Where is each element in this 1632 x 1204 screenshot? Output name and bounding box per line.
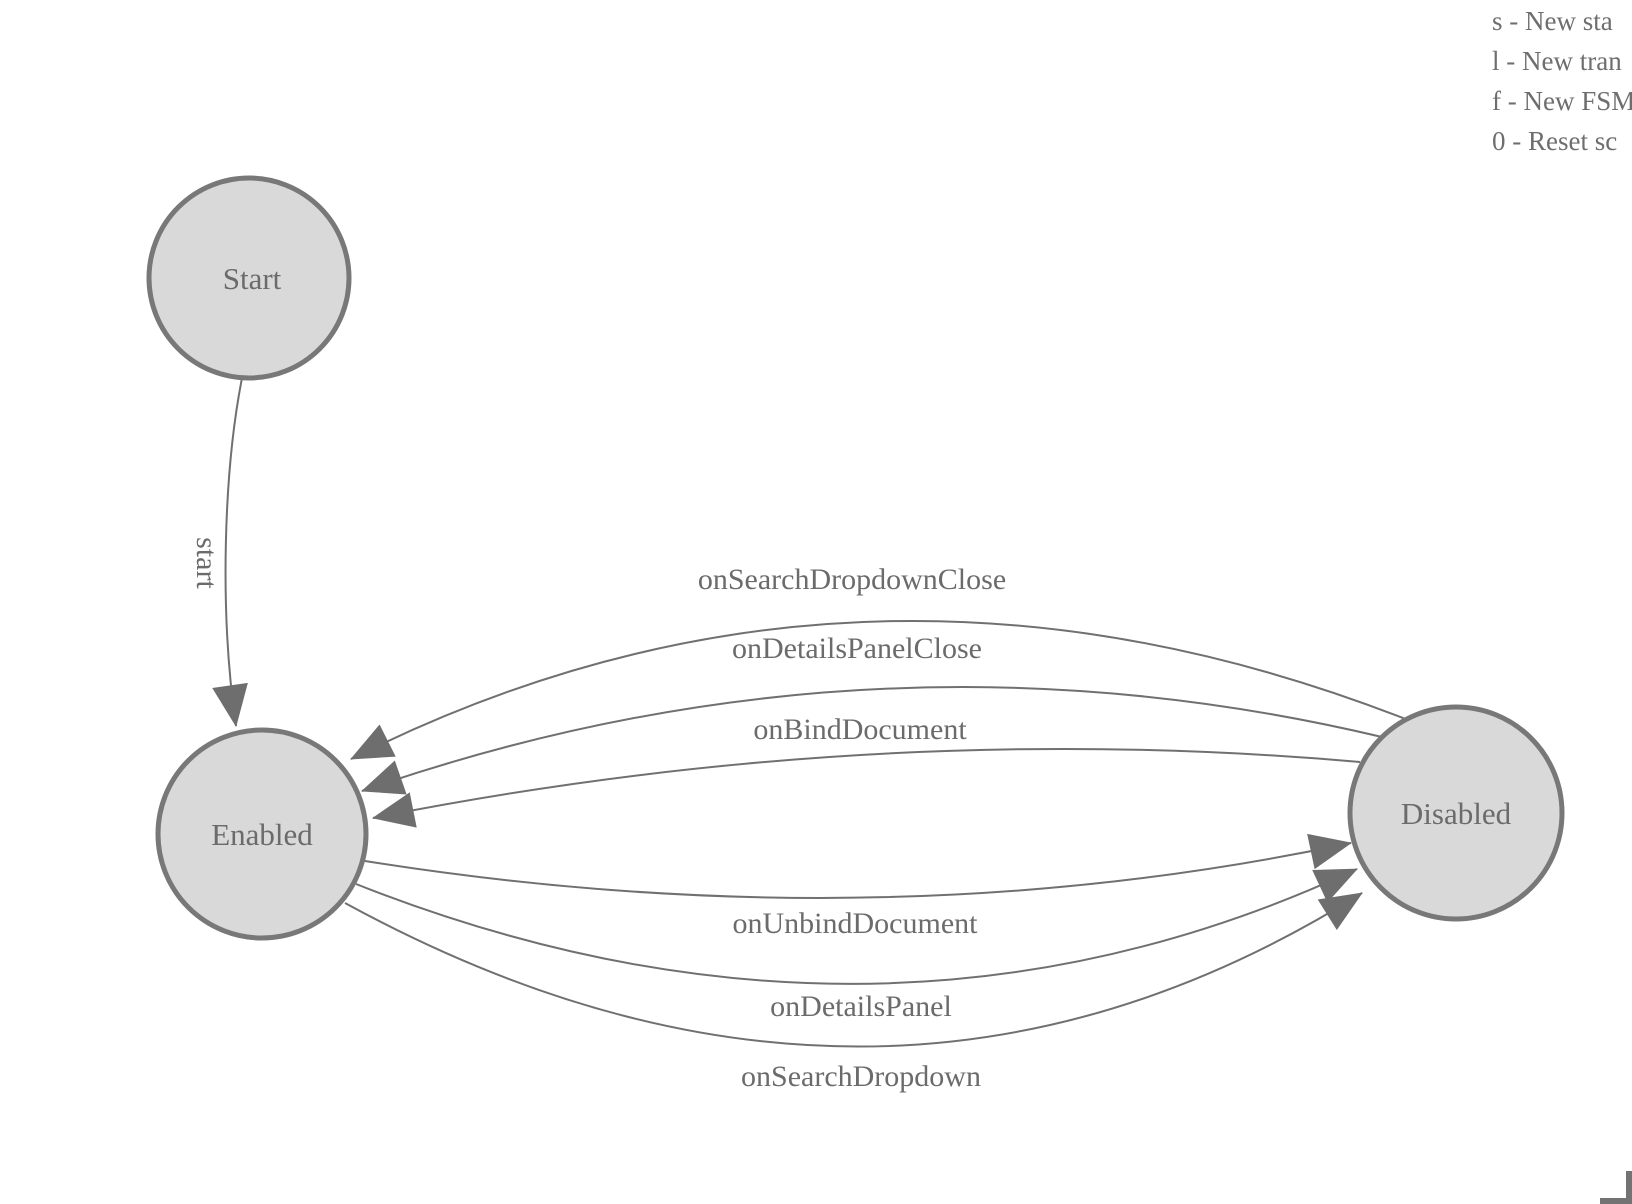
state-circle-disabled[interactable] [1347, 704, 1565, 922]
transition-edge-onDetailsPanelClose[interactable] [361, 686, 1383, 795]
transition-edges [212, 377, 1409, 1048]
transition-label-onDetailsPanel[interactable]: onDetailsPanel [770, 990, 952, 1023]
offscreen-rect-corner [1600, 1171, 1632, 1204]
state-node-enabled[interactable]: Enabled [155, 727, 369, 941]
transition-edge-onSearchDropdownClose[interactable] [350, 620, 1409, 760]
state-label-disabled: Disabled [1401, 796, 1512, 831]
legend-line-new-fsm: f - New FSM [1492, 86, 1632, 116]
transition-labels: start onSearchDropdownClose onDetailsPan… [190, 537, 1006, 1093]
transition-edge-onUnbindDocument[interactable] [364, 833, 1352, 899]
shortcut-legend: s - New sta l - New tran f - New FSM 0 -… [1492, 1, 1632, 161]
legend-line-new-transition: l - New tran [1492, 46, 1622, 76]
legend-line-new-state: s - New sta [1492, 6, 1613, 36]
state-node-start[interactable]: Start [146, 175, 352, 381]
state-label-start: Start [223, 261, 282, 296]
transition-edge-onBindDocument[interactable] [372, 747, 1361, 828]
transition-label-onDetailsPanelClose[interactable]: onDetailsPanelClose [732, 632, 982, 665]
transition-edge-onSearchDropdown[interactable] [344, 892, 1363, 1048]
transition-label-onSearchDropdownClose[interactable]: onSearchDropdownClose [698, 563, 1006, 596]
state-node-disabled[interactable]: Disabled [1347, 704, 1565, 922]
legend-line-reset-scale: 0 - Reset sc [1492, 126, 1618, 156]
state-circle-enabled[interactable] [155, 727, 369, 941]
transition-label-start[interactable]: start [190, 537, 223, 589]
transition-edge-start[interactable] [212, 377, 248, 727]
state-nodes: Start Enabled Disabled [146, 175, 1565, 941]
transition-label-onSearchDropdown[interactable]: onSearchDropdown [741, 1060, 981, 1093]
state-circle-start[interactable] [146, 175, 352, 381]
state-label-enabled: Enabled [211, 817, 313, 852]
transition-edge-onDetailsPanel[interactable] [355, 868, 1358, 985]
transition-label-onUnbindDocument[interactable]: onUnbindDocument [733, 907, 979, 940]
transition-label-onBindDocument[interactable]: onBindDocument [753, 713, 967, 746]
